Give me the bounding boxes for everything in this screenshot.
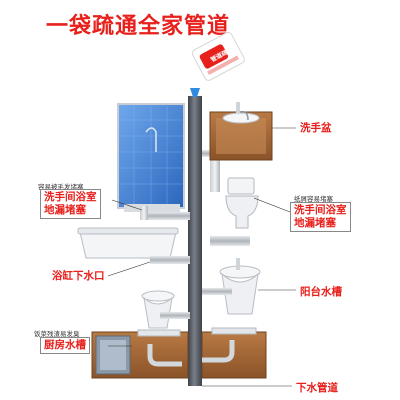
kitchen-cabinet	[91, 329, 189, 379]
shower-enclosure	[117, 103, 185, 212]
toilet-note: 纸屑容易堵塞	[294, 195, 333, 203]
bathroom-drain-box: 洗手间浴室 地漏堵塞	[40, 189, 101, 220]
bathtub-label: 浴缸下水口	[52, 270, 105, 282]
leader-lines	[107, 127, 296, 387]
wash-basin-label: 洗手盆	[300, 122, 332, 134]
bathroom-drain-label-1: 洗手间浴室	[44, 191, 97, 203]
toilet-drain-label-2: 地漏堵塞	[294, 217, 336, 230]
toilet-drain-label-1: 洗手间浴室	[294, 204, 347, 216]
liquid-drop	[190, 88, 200, 97]
bathroom-note: 容易被毛发堵塞	[38, 183, 84, 191]
bathtub	[77, 227, 190, 264]
kitchen-sink-label: 厨房水槽	[44, 339, 86, 351]
product-package	[191, 31, 245, 81]
balcony-sink-label: 阳台水槽	[300, 286, 342, 298]
bottom-right-cabinet	[201, 327, 267, 379]
kitchen-sink-box: 厨房水槽	[40, 337, 90, 355]
toilet	[210, 177, 259, 246]
kitchen-note: 饭菜残渣易发臭	[34, 330, 80, 338]
left-pedestal-sink	[141, 290, 190, 329]
bathroom-drain-label-2: 地漏堵塞	[44, 204, 86, 217]
wash-basin-cabinet	[209, 102, 273, 161]
balcony-sink	[202, 258, 261, 315]
floor-drain-pipe	[140, 212, 190, 220]
main-drain-pipe	[188, 96, 202, 386]
toilet-drain-box: 洗手间浴室 地漏堵塞	[290, 202, 351, 233]
page-title: 一袋疏通全家管道	[46, 14, 231, 39]
drain-pipe-label: 下水管道	[296, 382, 338, 394]
